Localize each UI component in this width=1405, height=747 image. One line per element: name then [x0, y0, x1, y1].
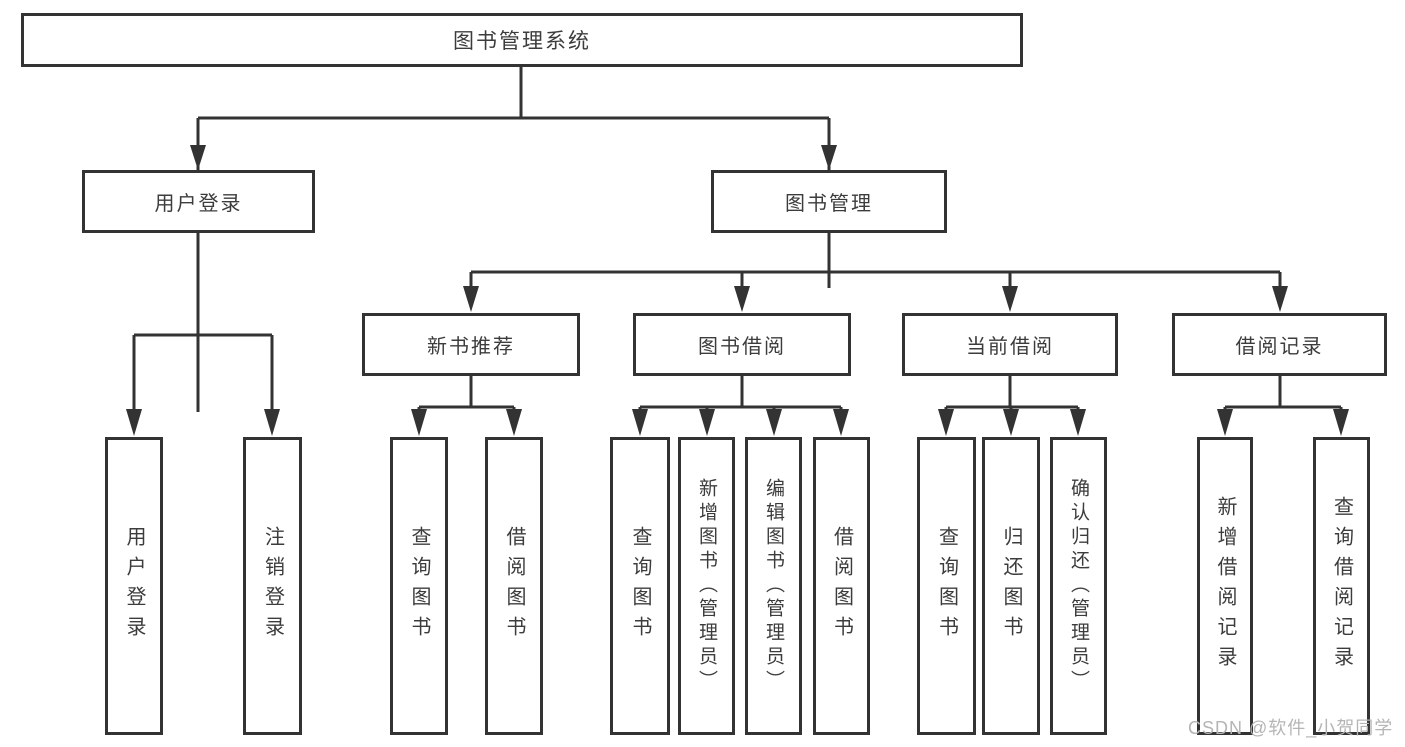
node-label: 用户登录	[154, 193, 243, 215]
node-book-borrowing: 图书借阅	[633, 313, 851, 376]
node-label: 查询借阅记录	[1330, 496, 1353, 676]
leaf-query-books-current: 查询图书	[917, 437, 976, 735]
node-label: 借阅图书	[503, 526, 525, 646]
leaf-borrow-books-recommend: 借阅图书	[485, 437, 543, 735]
node-label: 编辑图书（管理员）	[763, 478, 784, 694]
node-new-book-recommend: 新书推荐	[362, 313, 580, 376]
node-label: 新增借阅记录	[1214, 496, 1236, 676]
leaf-borrow-books-borrowing: 借阅图书	[813, 437, 870, 735]
leaf-add-books-admin: 新增图书（管理员）	[678, 437, 735, 735]
node-label: 借阅记录	[1235, 336, 1324, 358]
leaf-edit-books-admin: 编辑图书（管理员）	[745, 437, 802, 735]
node-library-management-system: 图书管理系统	[21, 13, 1023, 67]
leaf-query-borrow-record: 查询借阅记录	[1313, 437, 1370, 735]
leaf-logout-login: 注销登录	[243, 437, 302, 735]
node-label: 图书管理	[785, 193, 873, 215]
node-book-management: 图书管理	[711, 170, 947, 233]
node-label: 查询图书	[629, 526, 651, 646]
leaf-query-books-borrowing: 查询图书	[610, 437, 670, 735]
node-label: 图书借阅	[698, 336, 786, 358]
node-label: 查询图书	[408, 526, 430, 646]
leaf-confirm-return-admin: 确认归还（管理员）	[1050, 437, 1107, 735]
node-label: 归还图书	[1000, 526, 1022, 646]
node-label: 图书管理系统	[453, 30, 591, 53]
node-user-login-group: 用户登录	[82, 170, 315, 233]
leaf-return-books: 归还图书	[982, 437, 1040, 735]
node-label: 用户登录	[123, 526, 145, 646]
node-label: 新书推荐	[427, 336, 515, 358]
node-current-borrowing: 当前借阅	[902, 313, 1118, 376]
node-label: 注销登录	[261, 526, 284, 646]
node-label: 当前借阅	[966, 336, 1054, 358]
node-label: 借阅图书	[830, 526, 853, 646]
node-borrowing-records: 借阅记录	[1172, 313, 1387, 376]
csdn-watermark: CSDN @软件_小贺同学	[1188, 718, 1394, 738]
node-label: 新增图书（管理员）	[696, 478, 717, 694]
node-label: 确认归还（管理员）	[1068, 478, 1089, 694]
leaf-query-books-recommend: 查询图书	[390, 437, 448, 735]
leaf-user-login: 用户登录	[105, 437, 163, 735]
leaf-add-borrow-record: 新增借阅记录	[1197, 437, 1253, 735]
node-label: 查询图书	[935, 526, 958, 646]
